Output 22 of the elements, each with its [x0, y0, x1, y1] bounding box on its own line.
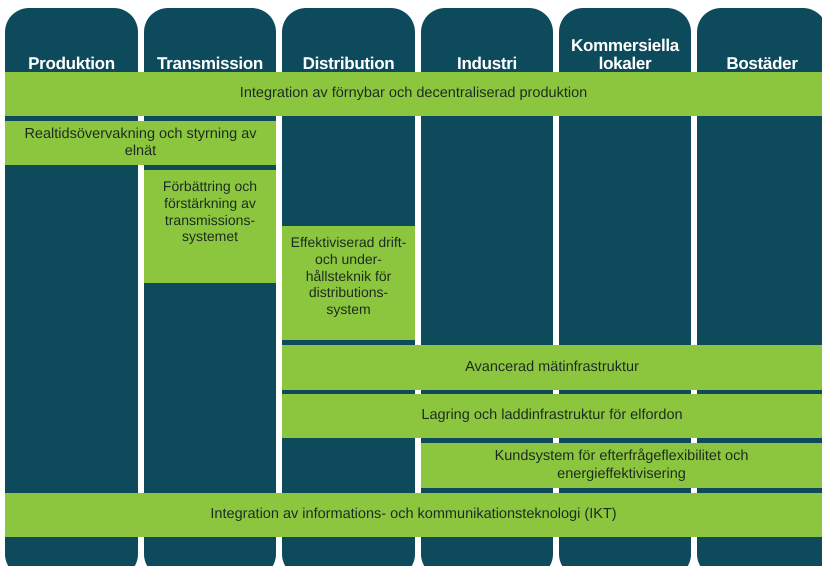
- column-header: Kommersiella lokaler: [570, 34, 680, 74]
- band-label: Integration av förnybar och decentraliserad produktion: [240, 85, 588, 103]
- band-label: Avancerad mätinfrastruktur: [465, 358, 639, 376]
- category-band: [5, 493, 822, 537]
- band-label: Förbättring och förstärkning av transmissions- systemet: [162, 178, 258, 246]
- category-band: [5, 121, 276, 165]
- column-header: Bostäder: [725, 53, 799, 74]
- column-header: Industri: [456, 53, 518, 74]
- category-band: [421, 443, 822, 488]
- column-header: Transmission: [156, 53, 264, 74]
- column-header: Distribution: [302, 53, 396, 74]
- band-label: Lagring och laddinfrastruktur för elfordon: [421, 407, 683, 425]
- band-label: Realtidsövervakning och styrning av elnät: [23, 126, 258, 160]
- column-header: Produktion: [27, 53, 116, 74]
- category-band: [5, 72, 822, 116]
- band-label: Kundsystem för efterfrågeflexibilitet och energieffektivisering: [494, 448, 750, 483]
- band-label: Effektiviserad drift- och under- hållsteknik för distributions- system: [290, 234, 407, 318]
- band-label: Integration av informations- och kommunikationsteknologi (IKT): [210, 506, 617, 524]
- category-band: [282, 345, 822, 390]
- category-band: [282, 226, 415, 340]
- category-band: [282, 394, 822, 438]
- category-band: [144, 170, 276, 283]
